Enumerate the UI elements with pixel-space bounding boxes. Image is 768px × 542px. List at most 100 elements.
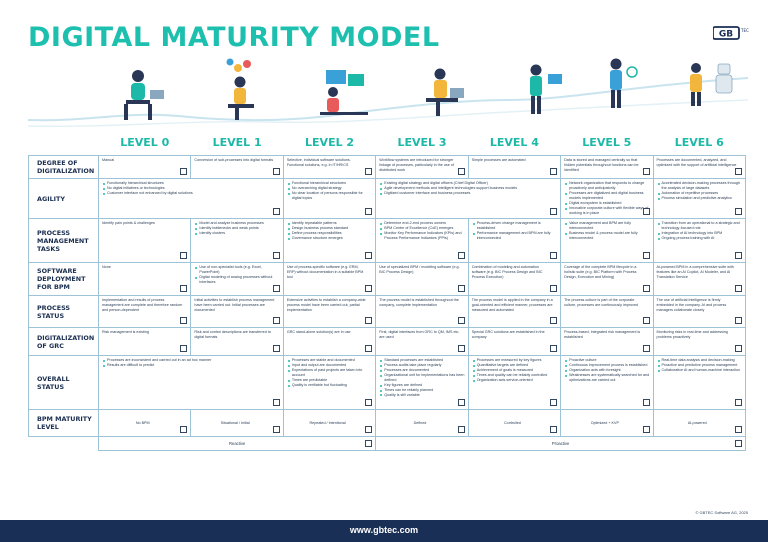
checkbox-icon[interactable] xyxy=(180,317,188,324)
cell-bullet-list: Value management and BPM are fully inter… xyxy=(564,221,649,241)
checkbox-icon[interactable] xyxy=(642,345,650,352)
list-item: Transition from an operational to a stra… xyxy=(657,221,742,231)
checkbox-icon[interactable] xyxy=(457,285,465,292)
cell-text: None xyxy=(102,265,111,269)
table-cell: None xyxy=(97,262,192,296)
footer-url[interactable]: www.gbtec.com xyxy=(349,525,419,535)
checkbox-icon[interactable] xyxy=(457,345,465,352)
checkbox-icon[interactable] xyxy=(365,208,373,215)
table-cell: Use of specialized BPM / modeling softwa… xyxy=(375,262,469,296)
checkbox-icon[interactable] xyxy=(457,317,465,324)
cell-text: Workflow systems are introduced for stro… xyxy=(379,158,454,172)
checkbox-icon[interactable] xyxy=(642,252,650,259)
checkbox-icon[interactable] xyxy=(735,208,742,215)
checkbox-icon[interactable] xyxy=(550,426,558,433)
checkbox-icon[interactable] xyxy=(735,168,742,175)
checkbox-icon[interactable] xyxy=(550,168,558,175)
row-label: SOFTWARE DEPLOYMENT FOR BPM xyxy=(28,262,99,296)
checkbox-icon[interactable] xyxy=(365,252,373,259)
checkbox-icon[interactable] xyxy=(180,168,188,175)
cell-text: Processes are documented, analyzed, and … xyxy=(656,158,737,167)
checkbox-icon[interactable] xyxy=(642,285,650,292)
checkbox-icon[interactable] xyxy=(457,426,465,433)
table-cell: Existing digital strategy and digital of… xyxy=(375,178,562,219)
checkbox-icon[interactable] xyxy=(180,252,188,259)
table-cell: Network organization that responds to ch… xyxy=(560,178,654,219)
table-cell: Selective, individual software solutions… xyxy=(282,155,377,179)
checkbox-icon[interactable] xyxy=(550,317,558,324)
checkbox-icon[interactable] xyxy=(735,252,742,259)
table-cell: Use of non-specialist tools (e.g. Excel,… xyxy=(190,262,284,296)
list-item: Achievement of goals is measured xyxy=(472,368,557,373)
checkbox-icon[interactable] xyxy=(272,317,280,324)
table-cell: Implementation and results of process ma… xyxy=(97,295,192,328)
cell-text: Use of process-specific software (e.g. E… xyxy=(286,265,364,279)
hero-illustration xyxy=(28,58,748,128)
checkbox-icon[interactable] xyxy=(457,252,465,259)
checkbox-icon[interactable] xyxy=(272,252,280,259)
person-illustration-level-5 xyxy=(610,58,638,108)
checkbox-icon[interactable] xyxy=(550,208,558,215)
checkbox-icon[interactable] xyxy=(642,426,650,433)
checkbox-icon[interactable] xyxy=(272,208,280,215)
checkbox-icon[interactable] xyxy=(365,440,373,447)
table-cell: AI-powered xyxy=(652,409,747,437)
checkbox-icon[interactable] xyxy=(365,426,373,433)
checkbox-icon[interactable] xyxy=(735,285,742,292)
checkbox-icon[interactable] xyxy=(365,317,373,324)
list-item: Real-time data analysis and decision-mak… xyxy=(657,358,742,363)
checkbox-icon[interactable] xyxy=(365,345,373,352)
checkbox-icon[interactable] xyxy=(550,399,558,406)
checkbox-icon[interactable] xyxy=(272,285,280,292)
cell-text: Identify pain points & challenges xyxy=(102,221,155,225)
level-header-6: LEVEL 6 xyxy=(653,131,746,156)
checkbox-icon[interactable] xyxy=(735,440,742,447)
checkbox-icon[interactable] xyxy=(642,208,650,215)
table-cell: Special GRC solutions are established in… xyxy=(467,327,562,356)
checkbox-icon[interactable] xyxy=(457,399,465,406)
list-item: Model and analyze business processes xyxy=(194,221,279,226)
cell-text: Repeated / Intentional xyxy=(309,420,346,425)
maturity-grid: LEVEL 0 LEVEL 1 LEVEL 2 LEVEL 3 LEVEL 4 … xyxy=(28,131,747,451)
list-item: Design business process standard xyxy=(287,226,372,231)
table-cell: Use of process-specific software (e.g. E… xyxy=(282,262,377,296)
checkbox-icon[interactable] xyxy=(735,345,742,352)
checkbox-icon[interactable] xyxy=(272,399,280,406)
checkbox-icon[interactable] xyxy=(180,285,188,292)
checkbox-icon[interactable] xyxy=(272,168,280,175)
checkbox-icon[interactable] xyxy=(550,252,558,259)
checkbox-icon[interactable] xyxy=(550,345,558,352)
checkbox-icon[interactable] xyxy=(457,168,465,175)
footer-bar: www.gbtec.com xyxy=(0,520,768,542)
list-item: Digitized customer interface and busines… xyxy=(379,191,557,196)
checkbox-icon[interactable] xyxy=(735,317,742,324)
list-item: Expectations of past projects are taken … xyxy=(287,368,372,378)
checkbox-icon[interactable] xyxy=(180,426,188,433)
table-cell: AI-powered BPM in a comprehensive suite … xyxy=(652,262,747,296)
row-label: DEGREE OF DIGITALIZATION xyxy=(28,155,99,179)
cell-text: Initial activities to establish process … xyxy=(194,298,275,312)
checkbox-icon[interactable] xyxy=(365,168,373,175)
level-header-5: LEVEL 5 xyxy=(560,131,654,156)
cell-text: The process culture is part of the corpo… xyxy=(564,298,639,307)
checkbox-icon[interactable] xyxy=(365,399,373,406)
checkbox-icon[interactable] xyxy=(272,345,280,352)
list-item: Governance structure emerges xyxy=(287,236,372,241)
cell-text: Process-based, integrated risk managemen… xyxy=(564,330,641,339)
checkbox-icon[interactable] xyxy=(735,426,742,433)
checkbox-icon[interactable] xyxy=(642,168,650,175)
checkbox-icon[interactable] xyxy=(550,285,558,292)
checkbox-icon[interactable] xyxy=(642,399,650,406)
checkbox-icon[interactable] xyxy=(735,399,742,406)
checkbox-icon[interactable] xyxy=(642,317,650,324)
list-item: Monitor Key Performance Indicators (KPIs… xyxy=(379,231,464,241)
list-item: Performance management and BPM are fully… xyxy=(472,231,557,241)
cell-text: Optimized + KVP xyxy=(590,420,619,425)
checkbox-icon[interactable] xyxy=(272,426,280,433)
checkbox-icon[interactable] xyxy=(365,285,373,292)
checkbox-icon[interactable] xyxy=(180,345,188,352)
